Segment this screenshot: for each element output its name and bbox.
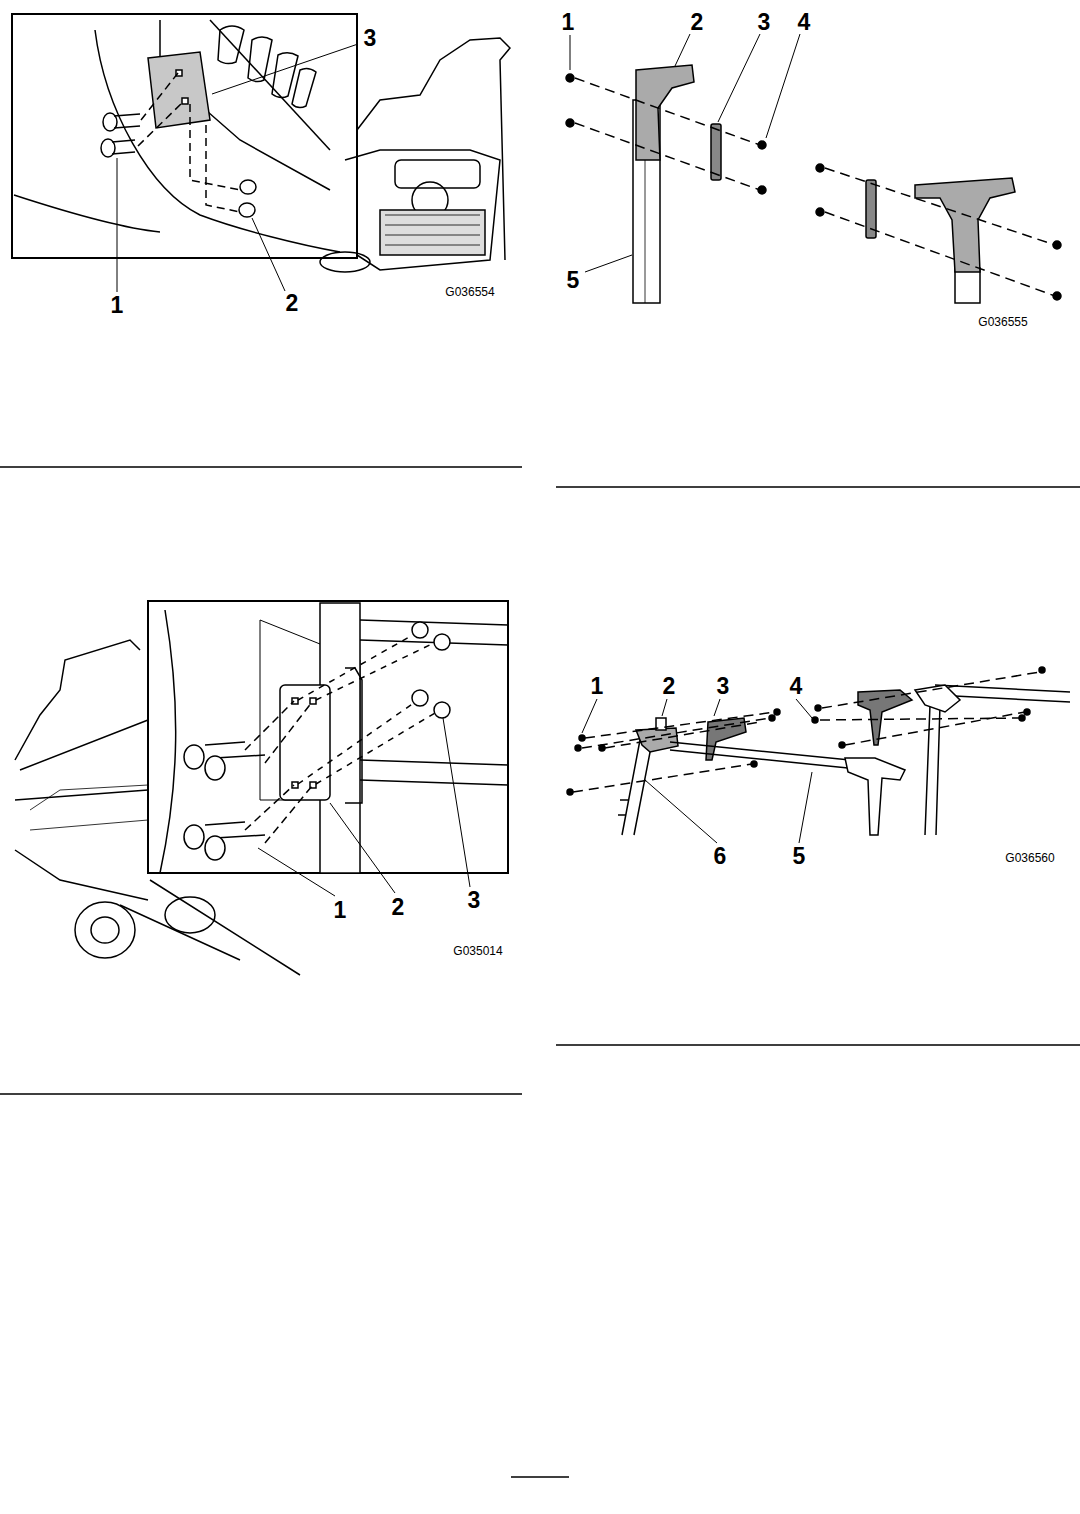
figure-code: G035014 — [453, 945, 502, 957]
callout-number: 2 — [691, 11, 704, 34]
callout-number: 5 — [567, 269, 580, 292]
callout-number: 4 — [798, 11, 811, 34]
callout-number: 1 — [562, 11, 575, 34]
callout-number: 2 — [663, 675, 676, 698]
callout-number: 2 — [392, 896, 405, 919]
callout-number: 1 — [111, 294, 124, 317]
figure-code: G036560 — [1005, 852, 1054, 864]
callout-number: 3 — [717, 675, 730, 698]
callout-number: 1 — [591, 675, 604, 698]
figure-code: G036554 — [445, 286, 494, 298]
callout-number: 6 — [714, 845, 727, 868]
callout-number: 3 — [364, 27, 377, 50]
callout-number: 2 — [286, 292, 299, 315]
callout-number: 1 — [334, 899, 347, 922]
callout-number: 5 — [793, 845, 806, 868]
callout-number: 3 — [468, 889, 481, 912]
figure-code: G036555 — [978, 316, 1027, 328]
callout-number: 4 — [790, 675, 803, 698]
callout-number: 3 — [758, 11, 771, 34]
